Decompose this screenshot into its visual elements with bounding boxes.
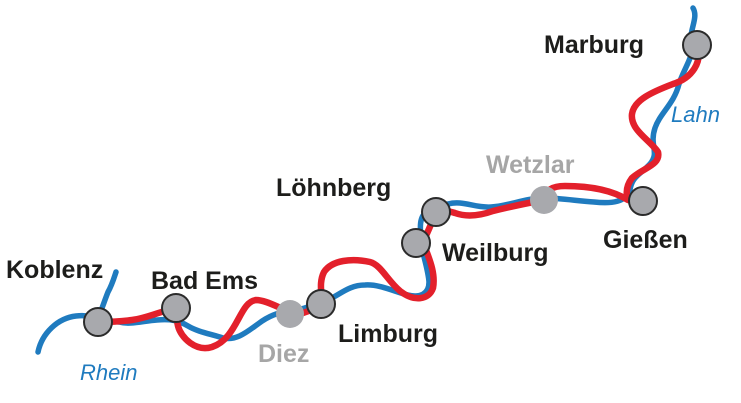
stop-bad-ems xyxy=(161,293,191,323)
label-marburg: Marburg xyxy=(544,31,644,59)
label-loehnberg: Löhnberg xyxy=(276,174,391,202)
label-river-lahn: Lahn xyxy=(671,102,720,127)
label-wetzlar: Wetzlar xyxy=(486,151,575,179)
label-giessen: Gießen xyxy=(603,226,688,254)
label-diez: Diez xyxy=(258,340,309,368)
stop-loehnberg xyxy=(421,197,451,227)
stop-marburg xyxy=(682,30,712,60)
stop-weilburg xyxy=(401,228,431,258)
label-limburg: Limburg xyxy=(338,320,438,348)
stop-limburg xyxy=(306,289,336,319)
stop-wetzlar xyxy=(530,186,558,214)
stop-koblenz xyxy=(83,307,113,337)
stop-diez xyxy=(276,300,304,328)
cycle-route xyxy=(94,41,702,352)
label-bad-ems: Bad Ems xyxy=(151,267,258,295)
stop-giessen xyxy=(628,186,658,216)
label-river-rhein: Rhein xyxy=(80,360,137,385)
label-weilburg: Weilburg xyxy=(442,239,548,267)
label-koblenz: Koblenz xyxy=(6,256,103,284)
